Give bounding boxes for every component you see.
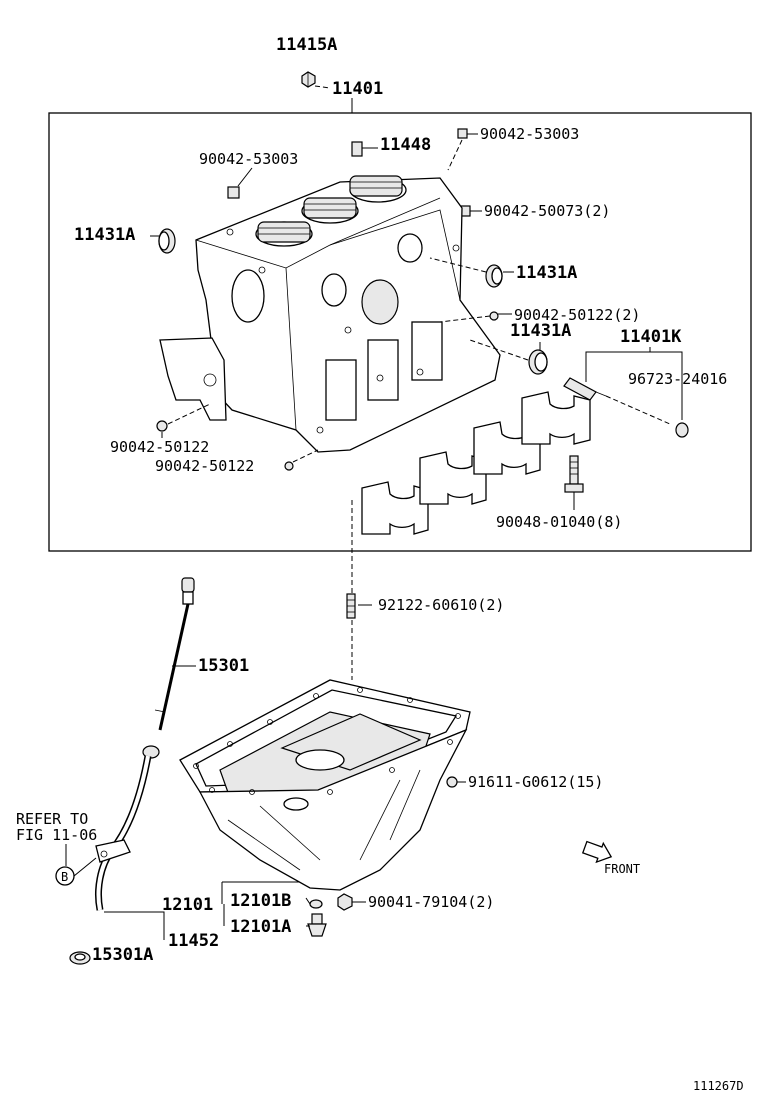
label-15301A[interactable]: 15301A <box>92 945 153 965</box>
figure-id: 111267D <box>693 1079 744 1093</box>
label-90042-53003-top[interactable]: 90042-53003 <box>480 125 579 143</box>
bolt-90042-53003-top <box>457 128 468 139</box>
pistons <box>257 175 403 243</box>
label-15301[interactable]: 15301 <box>198 656 249 676</box>
label-90042-50122-a[interactable]: 90042-50122 <box>110 438 209 456</box>
label-90042-50122-b[interactable]: 90042-50122 <box>155 457 254 475</box>
label-11431A-right2[interactable]: 11431A <box>510 321 571 341</box>
bolt-90042-50122-2 <box>489 311 499 321</box>
label-91611-G0612[interactable]: 91611-G0612(15) <box>468 773 603 791</box>
label-11448[interactable]: 11448 <box>380 135 431 155</box>
label-12101B[interactable]: 12101B <box>230 891 291 911</box>
label-96723-24016[interactable]: 96723-24016 <box>628 370 727 388</box>
label-11431A-right1[interactable]: 11431A <box>516 263 577 283</box>
plug-11448 <box>351 141 363 157</box>
dipstick-guide-11452 <box>95 745 160 911</box>
label-11452[interactable]: 11452 <box>168 931 219 951</box>
sensor-11401K <box>563 377 607 401</box>
label-11401K[interactable]: 11401K <box>620 327 682 347</box>
front-arrow-icon <box>581 840 613 864</box>
plug-11431A-left <box>158 228 176 254</box>
label-11415A[interactable]: 11415A <box>276 35 337 55</box>
cylinder-block <box>159 175 501 453</box>
engine-block-group-frame <box>48 112 752 552</box>
bolt-90042-53003-left <box>227 186 240 199</box>
bolt-91611-G0612 <box>446 776 458 788</box>
bolt-90042-50122-b <box>284 461 294 471</box>
label-11401[interactable]: 11401 <box>332 79 383 99</box>
bolt-90048-01040 <box>564 455 584 493</box>
drain-plug-12101B <box>309 899 323 909</box>
bearing-caps <box>361 391 591 535</box>
front-label: FRONT <box>604 862 640 876</box>
bolt-90042-50122-a <box>156 420 168 432</box>
stud-92122-60610 <box>346 593 356 619</box>
dipstick-15301 <box>154 577 195 731</box>
label-90041-79104[interactable]: 90041-79104(2) <box>368 893 494 911</box>
bolt-96723-24016 <box>675 422 689 438</box>
drain-plug-12101A <box>307 913 327 937</box>
label-11431A-left[interactable]: 11431A <box>74 225 135 245</box>
nut-90041-79104 <box>337 893 353 911</box>
label-90048-01040[interactable]: 90048-01040(8) <box>496 513 622 531</box>
oil-pan-12101 <box>179 679 471 891</box>
bolt-11415A <box>301 71 316 88</box>
gasket-15301A <box>69 951 91 965</box>
label-12101A[interactable]: 12101A <box>230 917 291 937</box>
label-90042-50122-2[interactable]: 90042-50122(2) <box>514 306 640 324</box>
label-90042-53003-left[interactable]: 90042-53003 <box>199 150 298 168</box>
label-90042-50073[interactable]: 90042-50073(2) <box>484 202 610 220</box>
ref-b-label: B <box>61 870 68 884</box>
label-92122-60610[interactable]: 92122-60610(2) <box>378 596 504 614</box>
label-12101[interactable]: 12101 <box>162 895 213 915</box>
refer-line1: REFER TO <box>16 810 88 828</box>
refer-line2: FIG 11-06 <box>16 826 97 844</box>
plug-11431A-right2 <box>528 349 548 375</box>
plug-11431A-right1 <box>485 264 503 288</box>
